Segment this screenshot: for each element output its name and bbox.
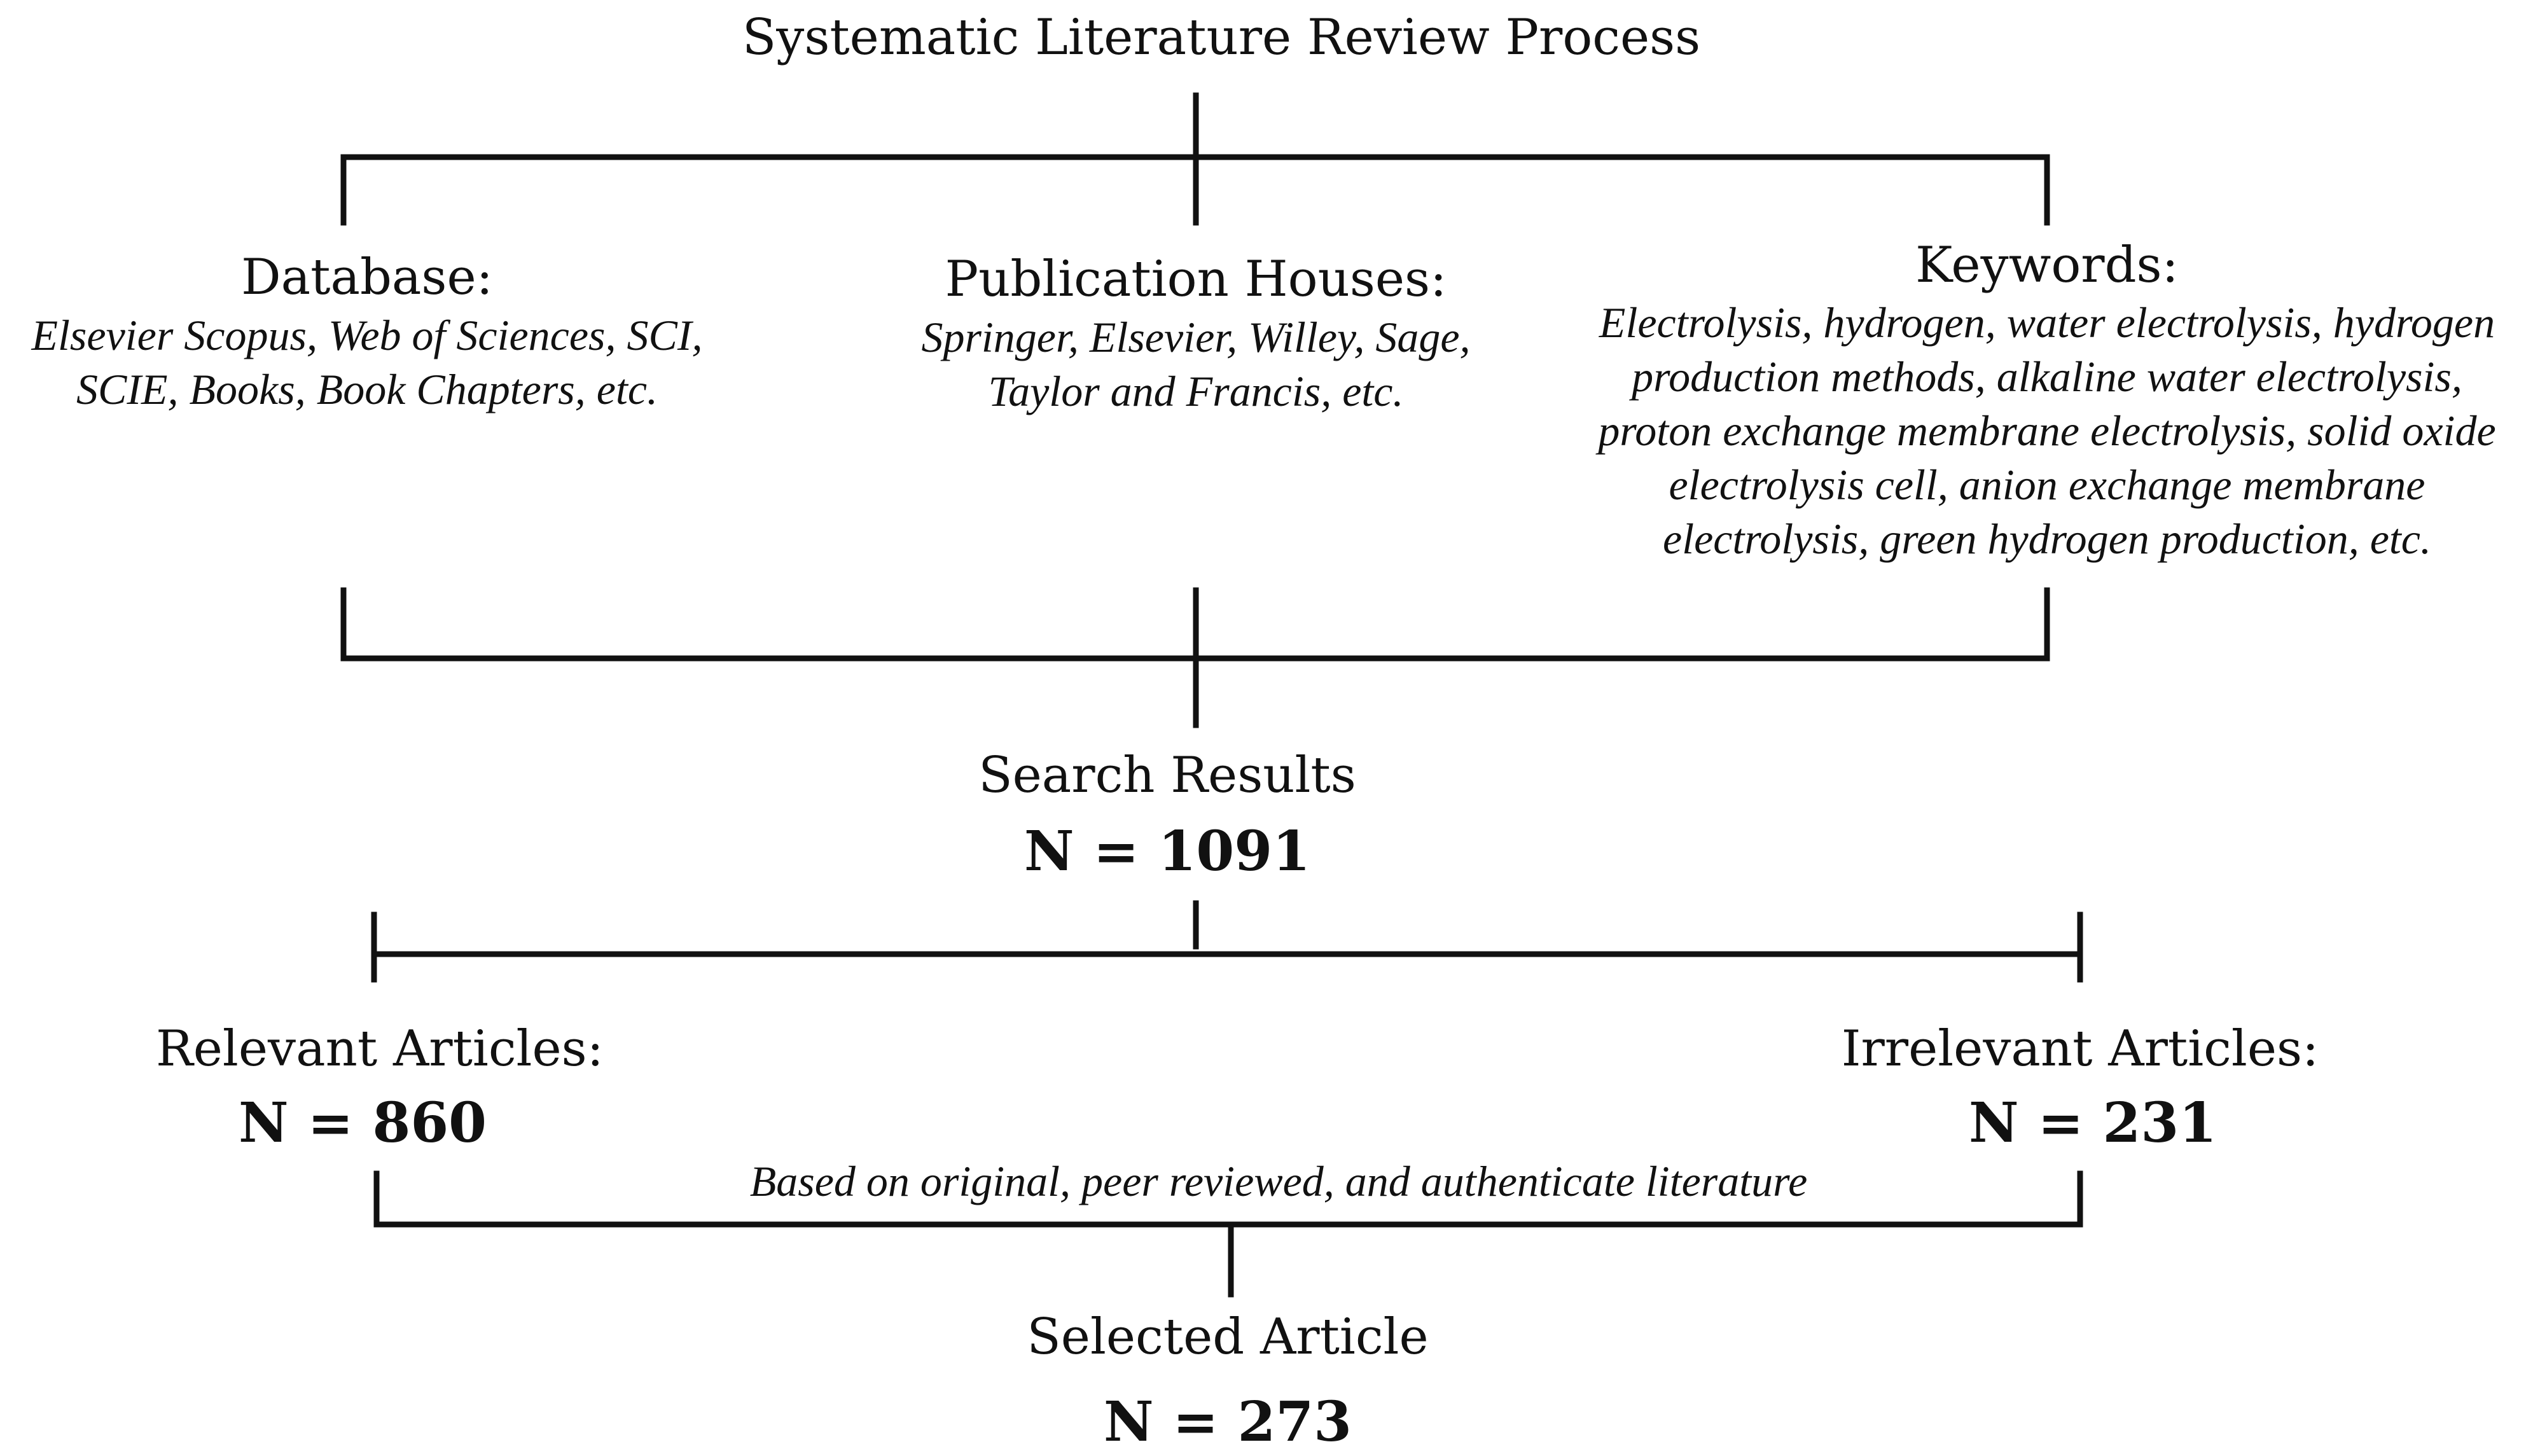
diagram-title: Systematic Literature Review Process bbox=[742, 9, 1700, 66]
publication-houses-detail-line: Taylor and Francis, etc. bbox=[989, 367, 1404, 415]
database-detail-line: Elsevier Scopus, Web of Sciences, SCI, bbox=[31, 311, 703, 359]
selection-criteria-text: Based on original, peer reviewed, and au… bbox=[750, 1157, 1808, 1205]
database-node: Database: Elsevier Scopus, Web of Scienc… bbox=[31, 249, 703, 413]
publication-houses-detail-line: Springer, Elsevier, Willey, Sage, bbox=[921, 313, 1470, 361]
keywords-detail-line: production methods, alkaline water elect… bbox=[1629, 352, 2462, 401]
keywords-detail-line: proton exchange membrane electrolysis, s… bbox=[1595, 406, 2495, 455]
keywords-detail-line: electrolysis, green hydrogen production,… bbox=[1663, 515, 2431, 563]
selected-article-label: Selected Article bbox=[1027, 1308, 1428, 1366]
irrelevant-articles-node: Irrelevant Articles: N = 231 bbox=[1842, 1020, 2319, 1155]
keywords-label: Keywords: bbox=[1915, 237, 2179, 294]
search-results-count: N = 1091 bbox=[1024, 819, 1310, 884]
publication-houses-node: Publication Houses: Springer, Elsevier, … bbox=[921, 251, 1470, 415]
selected-article-node: Selected Article N = 273 bbox=[1027, 1308, 1428, 1454]
publication-houses-label: Publication Houses: bbox=[945, 251, 1447, 308]
irrelevant-articles-count: N = 231 bbox=[1969, 1091, 2217, 1155]
relevant-articles-node: Relevant Articles: N = 860 bbox=[156, 1020, 604, 1155]
irrelevant-articles-label: Irrelevant Articles: bbox=[1842, 1020, 2319, 1078]
keywords-detail-line: electrolysis cell, anion exchange membra… bbox=[1669, 461, 2425, 509]
keywords-node: Keywords: Electrolysis, hydrogen, water … bbox=[1595, 237, 2495, 563]
relevant-articles-label: Relevant Articles: bbox=[156, 1020, 604, 1078]
search-results-node: Search Results N = 1091 bbox=[978, 747, 1356, 884]
database-label: Database: bbox=[241, 249, 493, 306]
keywords-detail-line: Electrolysis, hydrogen, water electrolys… bbox=[1599, 298, 2495, 347]
database-detail-line: SCIE, Books, Book Chapters, etc. bbox=[76, 365, 658, 413]
selected-article-count: N = 273 bbox=[1104, 1390, 1352, 1454]
relevant-articles-count: N = 860 bbox=[239, 1091, 487, 1155]
search-results-label: Search Results bbox=[978, 747, 1356, 804]
connector-lines bbox=[340, 92, 2083, 1298]
